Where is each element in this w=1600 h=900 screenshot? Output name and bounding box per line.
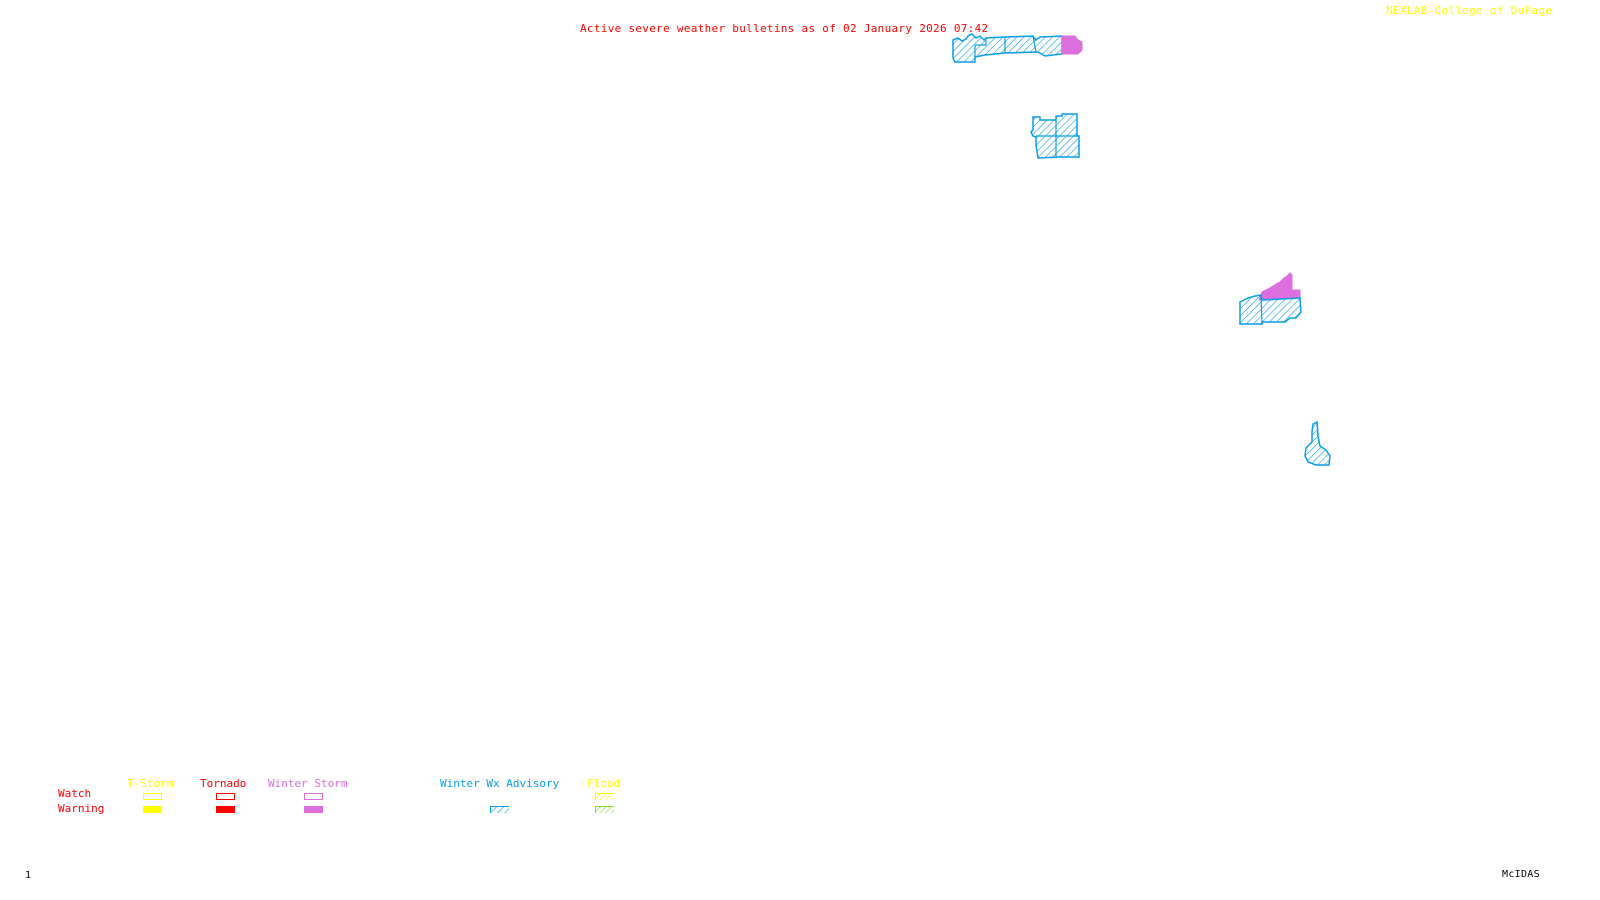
legend-flood-label: Flood: [587, 777, 621, 790]
northern-border-advisory-strip: [952, 33, 1063, 63]
legend-winter-storm-warning-swatch: [304, 806, 323, 813]
legend-winter-wx-advisory-swatch: [490, 806, 509, 813]
legend-winter-wx-advisory-label: Winter Wx Advisory: [440, 777, 560, 790]
legend-flood-watch-swatch: [595, 793, 614, 800]
legend-tstorm-watch-swatch: [143, 793, 162, 800]
northern-border-winter-storm: [1061, 35, 1083, 55]
legend-tornado-watch-swatch: [216, 793, 235, 800]
legend-tstorm-warning-swatch: [143, 806, 162, 813]
east-advisory-counties: [1239, 294, 1302, 325]
credit-text: NEXLAB-College of DuPage: [1386, 4, 1553, 17]
southeast-advisory-county: [1304, 420, 1331, 466]
legend-flood-warning-swatch: [595, 806, 614, 813]
software-label: McIDAS: [1502, 869, 1540, 880]
legend-tornado-label: Tornado: [200, 777, 247, 790]
legend-row-warning: Warning: [58, 802, 105, 815]
legend-row-watch: Watch: [58, 787, 92, 800]
map-title: Active severe weather bulletins as of 02…: [580, 22, 989, 35]
frame-number: 1: [25, 870, 32, 881]
legend-tornado-warning-swatch: [216, 806, 235, 813]
legend-winter-storm-watch-swatch: [304, 793, 323, 800]
east-winter-storm-counties: [1258, 272, 1301, 301]
legend-winter-storm-label: Winter Storm: [268, 777, 348, 790]
plains-advisory-block: [1030, 113, 1080, 159]
legend-tstorm-label: T-Storm: [127, 777, 174, 790]
